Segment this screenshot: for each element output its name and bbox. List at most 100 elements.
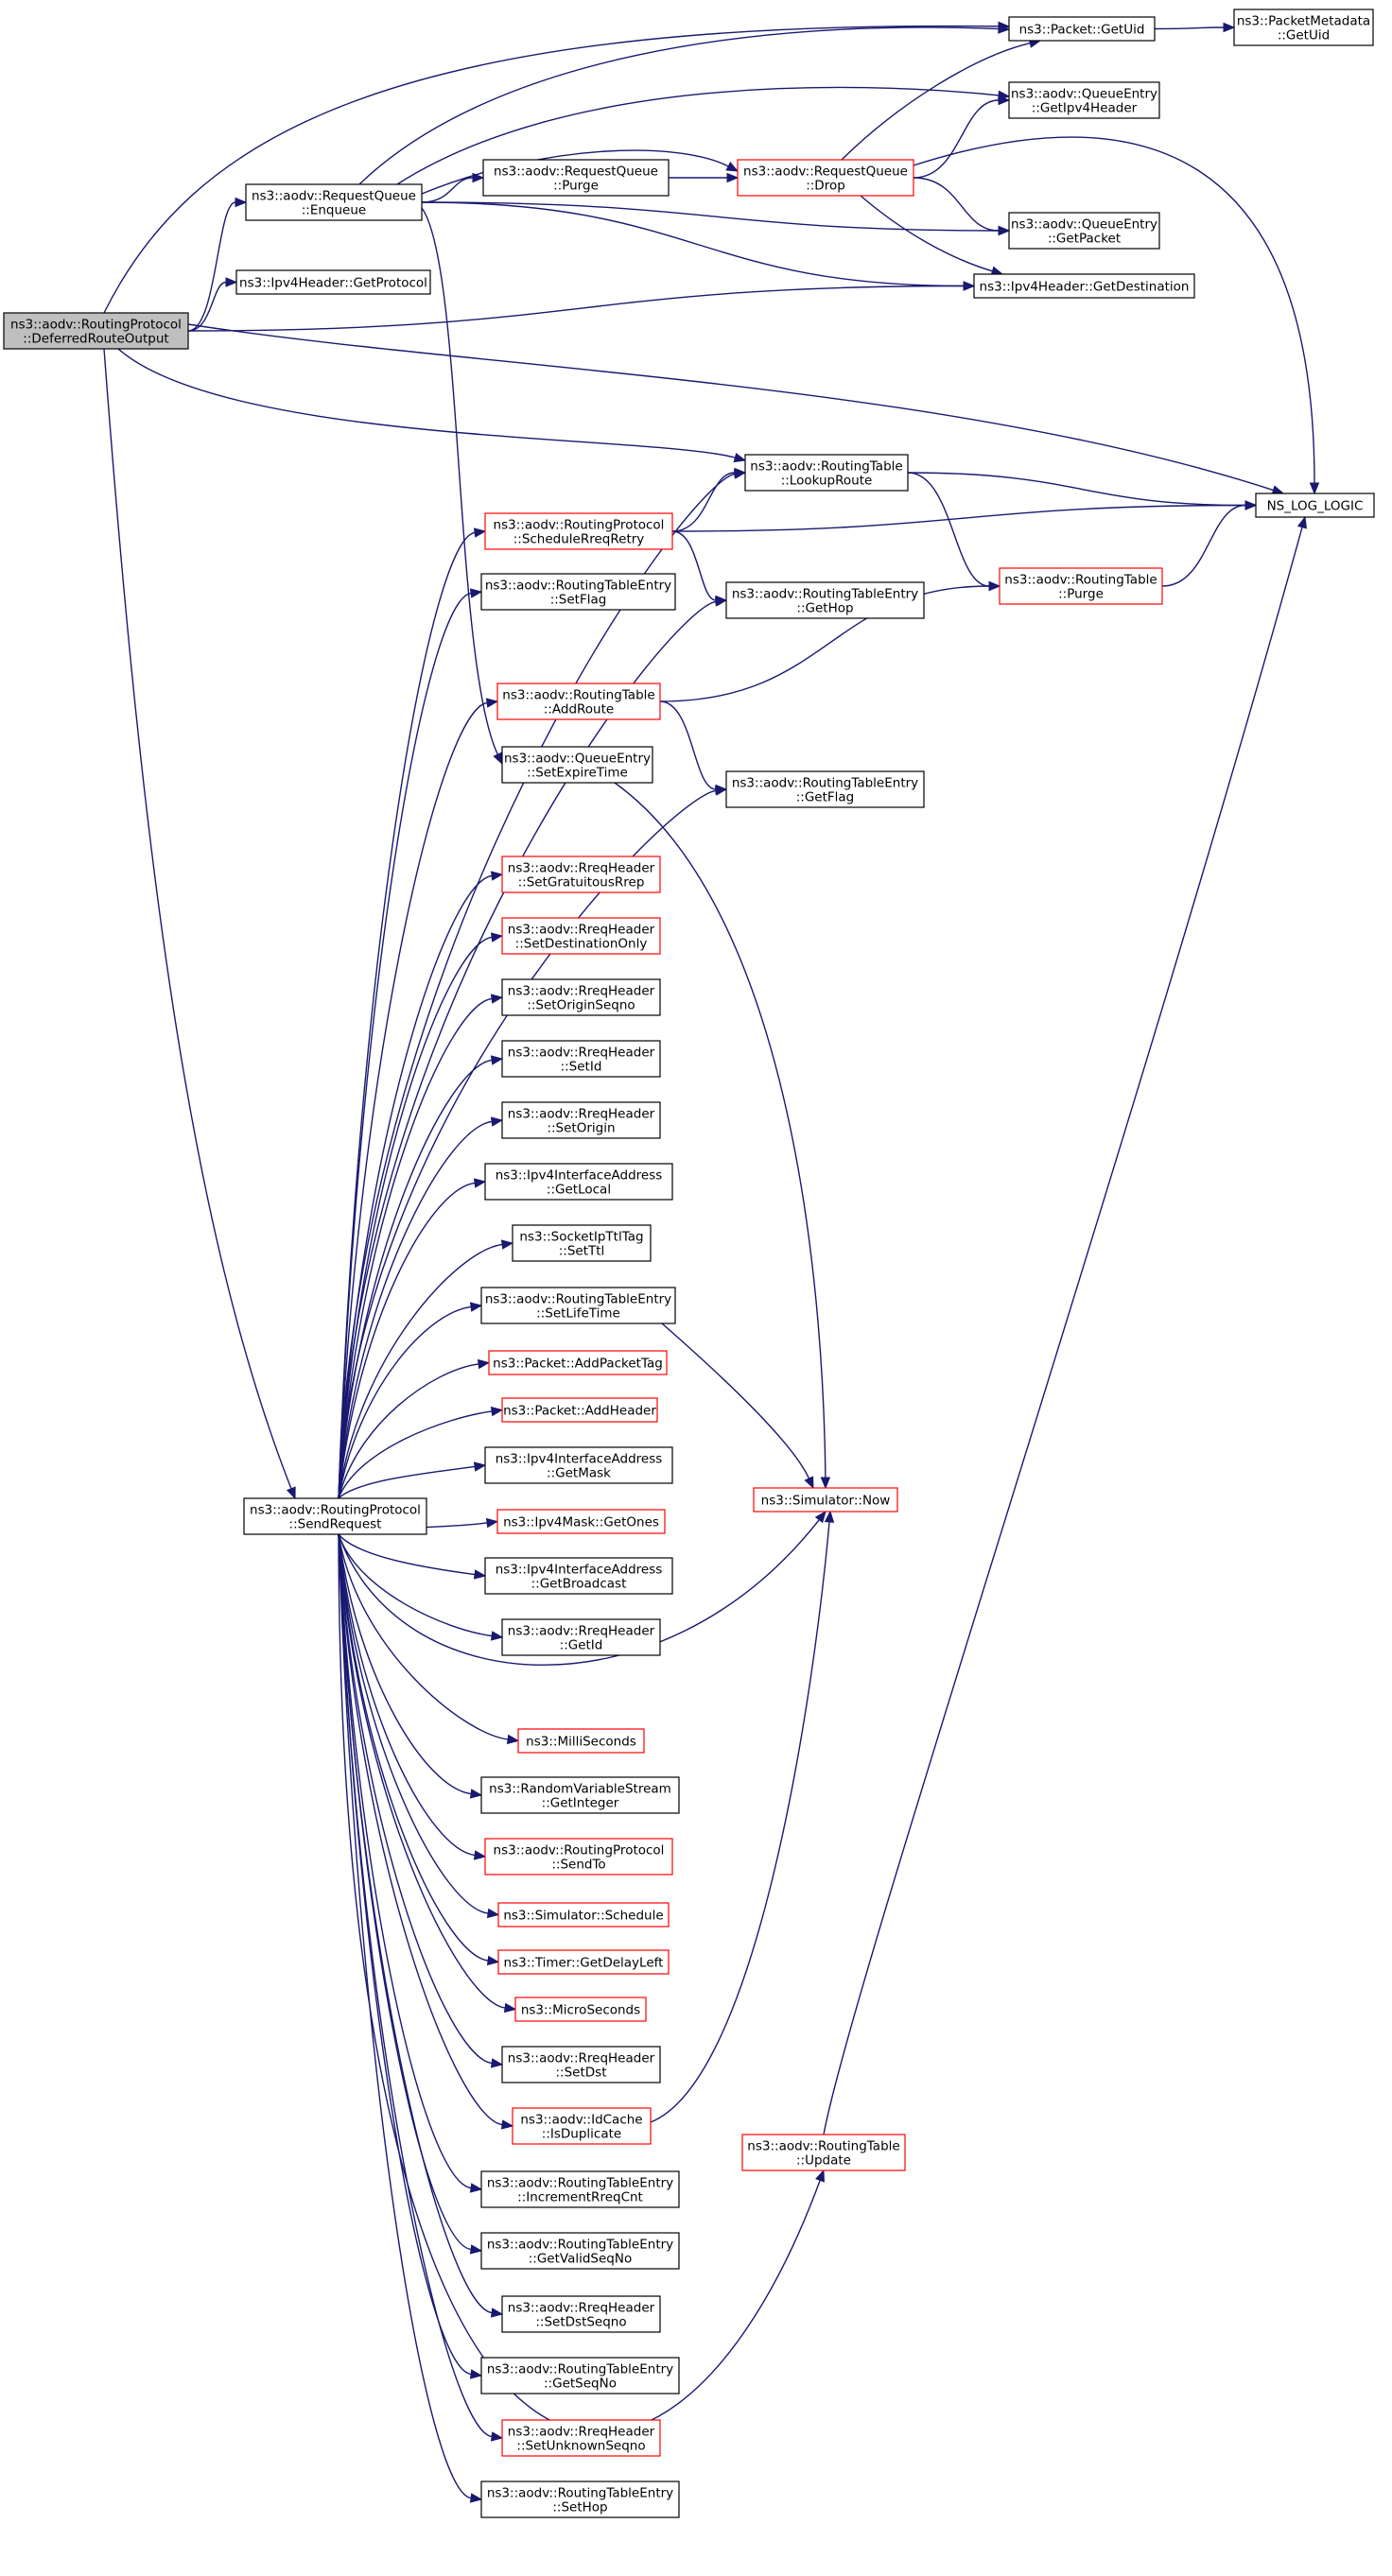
edge-packet_getuid-to-pm_getuid (1154, 22, 1236, 33)
node-packet-getuid[interactable]: ns3::Packet::GetUid (1008, 16, 1156, 42)
node-rp-sendto[interactable]: ns3::aodv::RoutingProtocol::SendTo (484, 1838, 673, 1876)
edge-sendrequest-to-rt_update (338, 1533, 825, 2433)
node-sockipttl-setttl[interactable]: ns3::SocketIpTtlTag::SetTtl (512, 1224, 652, 1262)
node-label: ns3::aodv::IdCache (520, 2113, 642, 2128)
node-box (496, 683, 661, 720)
node-rq-purge[interactable]: ns3::aodv::RequestQueue::Purge (482, 159, 670, 197)
node-packet-addheader[interactable]: ns3::Packet::AddHeader (501, 1397, 658, 1423)
node-label: ns3::aodv::RoutingProtocol (494, 1843, 665, 1859)
node-rreq-setid[interactable]: ns3::aodv::RreqHeader::SetId (501, 1040, 661, 1078)
edge-rq_drop-to-qe_getpacket (913, 177, 1011, 236)
node-rreq-setoriginseqno[interactable]: ns3::aodv::RreqHeader::SetOriginSeqno (501, 978, 661, 1016)
node-rte-setlifetime[interactable]: ns3::aodv::RoutingTableEntry::SetLifeTim… (480, 1287, 676, 1324)
node-rreq-setdestinationonly[interactable]: ns3::aodv::RreqHeader::SetDestinationOnl… (501, 917, 661, 955)
node-box (753, 1487, 898, 1513)
edge-rt_addroute-to-rte_getflag (659, 700, 728, 795)
node-box (484, 1163, 673, 1201)
arrowhead-icon (472, 172, 485, 183)
node-label: ::SendRequest (289, 1517, 382, 1532)
node-qe-getpacket[interactable]: ns3::aodv::QueueEntry::GetPacket (1008, 212, 1160, 250)
node-label: ns3::Packet::AddPacketTag (493, 1357, 663, 1372)
node-root[interactable]: ns3::aodv::RoutingProtocol::DeferredRout… (3, 312, 189, 350)
node-label: ns3::aodv::RoutingTableEntry (487, 2238, 673, 2253)
node-label: ns3::RandomVariableStream (489, 1782, 671, 1797)
node-rreq-setdst[interactable]: ns3::aodv::RreqHeader::SetDst (501, 2046, 661, 2083)
node-label: ::GetSeqNo (544, 2377, 617, 2392)
node-rreq-setorigin[interactable]: ns3::aodv::RreqHeader::SetOrigin (501, 1101, 661, 1139)
node-rte-sethop[interactable]: ns3::aodv::RoutingTableEntry::SetHop (480, 2481, 680, 2518)
node-box (480, 2481, 680, 2518)
node-packet-addpackettag[interactable]: ns3::Packet::AddPacketTag (488, 1350, 668, 1375)
node-label: ns3::Ipv4InterfaceAddress (496, 1563, 663, 1578)
edge-sendrequest-to-ipv4ia_getmask (338, 1461, 487, 1499)
node-simulator-now[interactable]: ns3::Simulator::Now (753, 1487, 898, 1513)
node-box (512, 2107, 652, 2145)
node-rvs-getinteger[interactable]: ns3::RandomVariableStream::GetInteger (480, 1776, 680, 1814)
node-sendrequest[interactable]: ns3::aodv::RoutingProtocol::SendRequest (243, 1497, 427, 1535)
node-ipv4ia-getlocal[interactable]: ns3::Ipv4InterfaceAddress::GetLocal (484, 1163, 673, 1201)
node-microseconds[interactable]: ns3::MicroSeconds (514, 1997, 647, 2022)
arrowhead-icon (235, 197, 248, 208)
node-label: ::Drop (806, 179, 845, 194)
node-rreq-getid[interactable]: ns3::aodv::RreqHeader::GetId (501, 1618, 661, 1656)
node-rt-addroute[interactable]: ns3::aodv::RoutingTable::AddRoute (496, 683, 661, 720)
node-rt-purge[interactable]: ns3::aodv::RoutingTable::Purge (999, 567, 1163, 605)
edge-sendrequest-to-timer_getdelayleft (338, 1533, 500, 1966)
node-box (517, 1728, 645, 1754)
node-rt-update[interactable]: ns3::aodv::RoutingTable::Update (741, 2134, 906, 2171)
arrowhead-icon (490, 2308, 504, 2318)
node-qe-getipv4header[interactable]: ns3::aodv::QueueEntry::GetIpv4Header (1008, 81, 1160, 119)
node-label: ns3::aodv::RoutingTableEntry (732, 587, 918, 602)
edge-sendrequest-to-rreq_setdst (338, 1533, 504, 2068)
node-rreq-setunknownseqno[interactable]: ns3::aodv::RreqHeader::SetUnknownSeqno (501, 2419, 661, 2457)
node-label: ::GetFlag (796, 790, 855, 805)
node-simulator-schedule[interactable]: ns3::Simulator::Schedule (497, 1902, 670, 1928)
node-ipv4-getprotocol[interactable]: ns3::Ipv4Header::GetProtocol (235, 269, 431, 295)
node-label: ns3::aodv::RreqHeader (508, 1624, 655, 1639)
node-label: ns3::aodv::QueueEntry (504, 752, 651, 767)
node-label: ns3::aodv::RoutingTableEntry (485, 1292, 671, 1307)
node-rte-setflag[interactable]: ns3::aodv::RoutingTableEntry::SetFlag (480, 573, 676, 611)
node-timer-getdelayleft[interactable]: ns3::Timer::GetDelayLeft (497, 1949, 670, 1975)
node-ipv4ia-getmask[interactable]: ns3::Ipv4InterfaceAddress::GetMask (484, 1446, 673, 1484)
node-label: ns3::aodv::RreqHeader (508, 2425, 655, 2440)
node-label: ns3::aodv::RequestQueue (743, 164, 908, 180)
node-box (501, 978, 661, 1016)
edge-sendrequest-to-rreq_setdestinationonly (338, 932, 504, 1499)
node-rte-getflag[interactable]: ns3::aodv::RoutingTableEntry::GetFlag (725, 770, 925, 808)
node-ns-log-logic[interactable]: NS_LOG_LOGIC (1255, 493, 1375, 518)
node-label: ns3::aodv::RreqHeader (508, 923, 655, 938)
node-rte-gethop[interactable]: ns3::aodv::RoutingTableEntry::GetHop (725, 581, 925, 619)
node-pm-getuid[interactable]: ns3::PacketMetadata::GetUid (1233, 9, 1374, 46)
node-qe-setexpiretime[interactable]: ns3::aodv::QueueEntry::SetExpireTime (501, 746, 653, 784)
node-ipv4ia-getbroadcast[interactable]: ns3::Ipv4InterfaceAddress::GetBroadcast (484, 1557, 673, 1595)
arrowhead-icon (469, 1302, 483, 1312)
node-idcache-isduplicate[interactable]: ns3::aodv::IdCache::IsDuplicate (512, 2107, 652, 2145)
node-rte-getvalidseqno[interactable]: ns3::aodv::RoutingTableEntry::GetValidSe… (480, 2232, 680, 2270)
node-ipv4-getdestination[interactable]: ns3::Ipv4Header::GetDestination (973, 273, 1195, 299)
node-rreq-setgratuitousrrep[interactable]: ns3::aodv::RreqHeader::SetGratuitousRrep (501, 856, 661, 893)
edge-sendrequest-to-ipv4ia_getlocal (338, 1178, 487, 1499)
node-label: ns3::aodv::QueueEntry (1011, 87, 1157, 102)
node-label: ns3::aodv::RoutingTableEntry (487, 2362, 673, 2377)
node-rte-incrementrreqcnt[interactable]: ns3::aodv::RoutingTableEntry::IncrementR… (480, 2170, 680, 2208)
edge-sendrequest-to-rte_sethop (338, 1533, 483, 2503)
edge-rt_lookuproute-to-rt_purge (907, 472, 1001, 592)
edge-rt_lookuproute-to-ns_log_logic (907, 472, 1258, 510)
node-label: ns3::aodv::RequestQueue (494, 164, 658, 180)
node-label: ::DeferredRouteOutput (23, 332, 168, 347)
node-milliseconds[interactable]: ns3::MilliSeconds (517, 1728, 645, 1754)
node-rt-lookuproute[interactable]: ns3::aodv::RoutingTable::LookupRoute (744, 454, 909, 492)
edge-sendrequest-to-rreq_setgratuitousrrep (338, 871, 504, 1499)
node-rq-enqueue[interactable]: ns3::aodv::RequestQueue::Enqueue (245, 183, 423, 221)
edge-sendrequest-to-microseconds (338, 1533, 517, 2014)
edge-rq_enqueue-to-qe_setexpiretime (421, 207, 503, 766)
node-rq-drop[interactable]: ns3::aodv::RequestQueue::Drop (737, 159, 914, 197)
edge-root-to-rt_lookuproute (117, 348, 747, 463)
node-ipv4mask-getones[interactable]: ns3::Ipv4Mask::GetOnes (496, 1509, 666, 1534)
node-rte-getseqno[interactable]: ns3::aodv::RoutingTableEntry::GetSeqNo (480, 2357, 680, 2394)
node-rreq-setdstseqno[interactable]: ns3::aodv::RreqHeader::SetDstSeqno (501, 2295, 661, 2333)
node-rp-schedulerreqretry[interactable]: ns3::aodv::RoutingProtocol::ScheduleRreq… (484, 512, 673, 550)
arrowhead-icon (490, 2431, 504, 2442)
